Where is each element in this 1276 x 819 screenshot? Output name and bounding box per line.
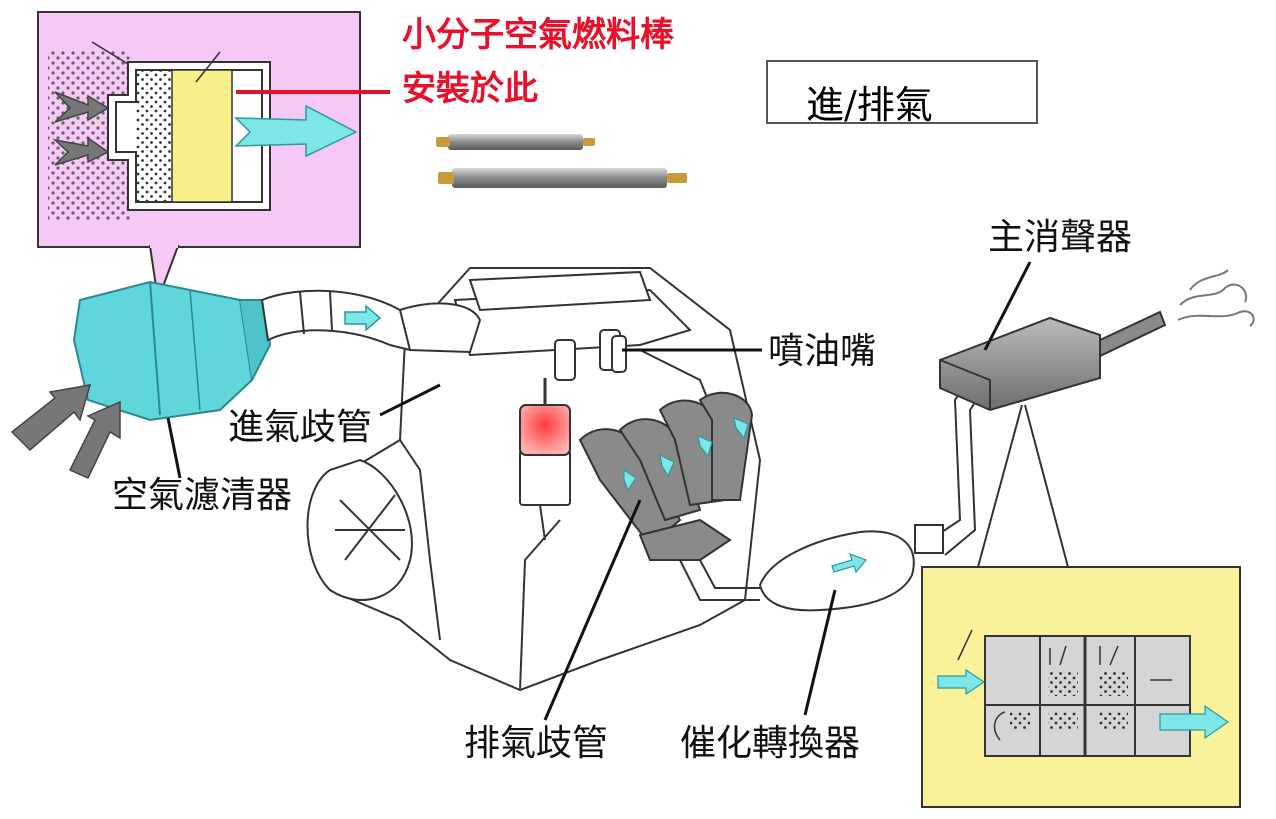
label-catalytic-converter: 催化轉換器 bbox=[680, 723, 861, 764]
label-exhaust-manifold: 排氣歧管 bbox=[464, 723, 609, 764]
label-main-muffler: 主消聲器 bbox=[988, 217, 1133, 258]
fuel-rod-icon bbox=[436, 134, 687, 188]
exhaust-smoke-icon bbox=[1177, 269, 1255, 327]
callout-line1: 小分子空氣燃料棒 bbox=[402, 15, 674, 55]
intake-flow-arrow-icon bbox=[344, 304, 382, 332]
filter-element-dotted bbox=[136, 70, 172, 202]
callout-line2: 安裝於此 bbox=[402, 69, 538, 109]
clean-air-arrow-icon bbox=[234, 104, 358, 158]
leader-lines bbox=[166, 261, 1032, 721]
air-filter-housing bbox=[72, 280, 272, 422]
converter-flow-arrow-icon bbox=[831, 552, 868, 574]
dirty-air-arrow-icon bbox=[52, 91, 110, 166]
air-filter-inset bbox=[37, 11, 390, 301]
combustion-chamber bbox=[519, 404, 571, 456]
label-injector: 噴油嘴 bbox=[768, 331, 877, 372]
inbound-air-arrow-icon bbox=[10, 384, 121, 479]
diagram-title: 進/排氣 bbox=[806, 83, 933, 127]
inset-pointer-line bbox=[1024, 404, 1069, 568]
label-air-filter: 空氣濾清器 bbox=[112, 475, 293, 516]
muffler-inlet-arrow-icon bbox=[937, 668, 986, 696]
title-box: 進/排氣 bbox=[766, 60, 1038, 127]
intake-duct bbox=[260, 289, 482, 354]
muffler-outlet-arrow-icon bbox=[1159, 704, 1230, 740]
exhaust-flow-arrow-icon bbox=[623, 416, 749, 492]
engine-block bbox=[306, 267, 762, 692]
main-muffler bbox=[939, 310, 1167, 412]
filter-element bbox=[171, 69, 233, 203]
label-intake-manifold: 進氣歧管 bbox=[228, 407, 373, 448]
muffler-inset bbox=[921, 404, 1241, 808]
exhaust-manifold bbox=[578, 391, 754, 561]
